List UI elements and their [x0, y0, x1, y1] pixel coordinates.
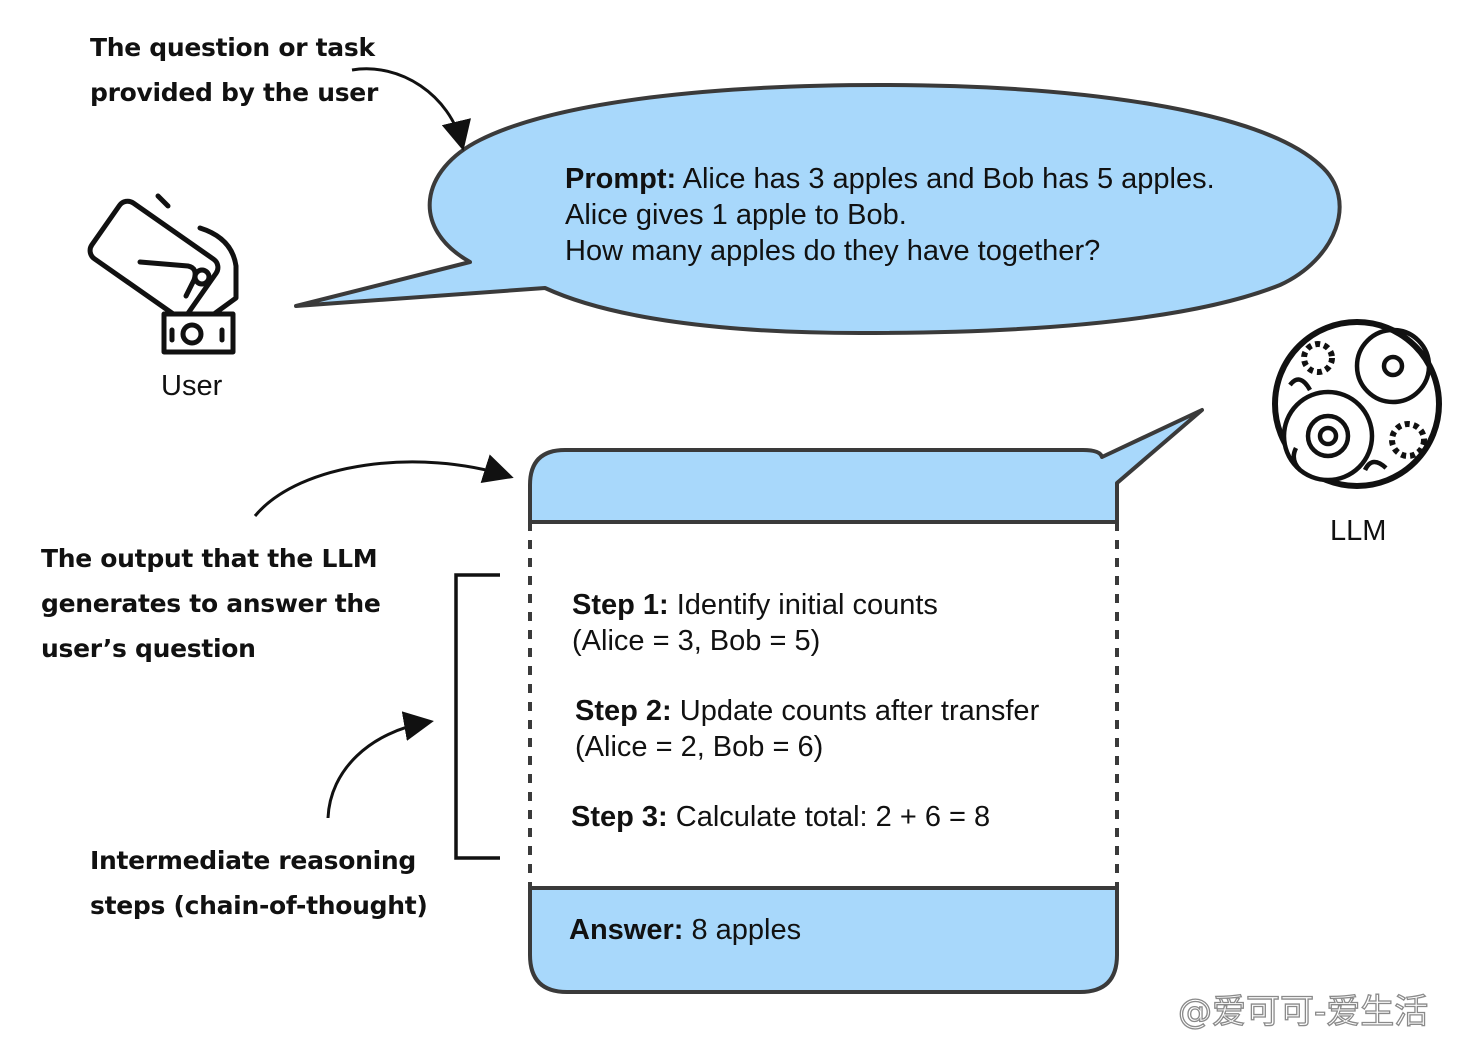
prompt-line-text: Alice has 3 apples and Bob has 5 apples.	[682, 163, 1215, 195]
step-text: Identify initial counts	[676, 589, 938, 621]
step-3: Step 3: Calculate total: 2 + 6 = 8	[571, 799, 990, 835]
watermark: @爱可可-爱生活	[1177, 991, 1429, 1032]
annotation-line: The output that the LLM	[41, 544, 378, 573]
answer-band	[528, 886, 1119, 994]
prompt-line: Alice gives 1 apple to Bob.	[565, 199, 907, 231]
annotation-line: provided by the user	[90, 78, 378, 107]
prompt-bubble	[294, 83, 1342, 335]
answer: Answer: 8 apples	[569, 912, 801, 948]
question-arrow	[351, 67, 471, 151]
annotation-line: The question or task	[90, 33, 375, 62]
answer-label: Answer:	[569, 914, 684, 946]
hand-holding-phone-icon	[87, 193, 239, 355]
prompt-line: How many apples do they have together?	[565, 235, 1101, 267]
question-annotation: The question or task provided by the use…	[90, 25, 378, 115]
step-detail: (Alice = 3, Bob = 5)	[572, 625, 821, 657]
reasoning-annotation: Intermediate reasoning steps (chain-of-t…	[90, 838, 428, 928]
step-2: Step 2: Update counts after transfer (Al…	[575, 693, 1039, 765]
response-top-band	[528, 408, 1204, 524]
prompt-text: Prompt: Alice has 3 apples and Bob has 5…	[565, 161, 1215, 269]
annotation-line: Intermediate reasoning	[90, 846, 416, 875]
reasoning-bracket	[454, 573, 500, 860]
step-detail: (Alice = 2, Bob = 6)	[575, 731, 824, 763]
annotation-line: generates to answer the	[41, 589, 381, 618]
step-label: Step 3:	[571, 801, 668, 833]
annotation-line: steps (chain-of-thought)	[90, 891, 428, 920]
output-annotation: The output that the LLM generates to ans…	[41, 536, 381, 671]
step-label: Step 2:	[575, 695, 672, 727]
annotation-line: user’s question	[41, 634, 256, 663]
llm-label: LLM	[1330, 515, 1387, 547]
prompt-prefix: Prompt:	[565, 163, 677, 195]
user-label: User	[161, 370, 223, 402]
step-1: Step 1: Identify initial counts (Alice =…	[572, 587, 938, 659]
step-text: Update counts after transfer	[679, 695, 1040, 727]
reasoning-arrow	[326, 711, 434, 819]
prompt-line: Prompt: Alice has 3 apples and Bob has 5…	[565, 161, 1215, 197]
answer-text: 8 apples	[691, 914, 802, 946]
brain-gears-icon	[1272, 319, 1442, 489]
output-arrow	[253, 454, 514, 517]
response-box	[528, 408, 1204, 994]
step-text: Calculate total: 2 + 6 = 8	[675, 801, 991, 833]
step-label: Step 1:	[572, 589, 669, 621]
